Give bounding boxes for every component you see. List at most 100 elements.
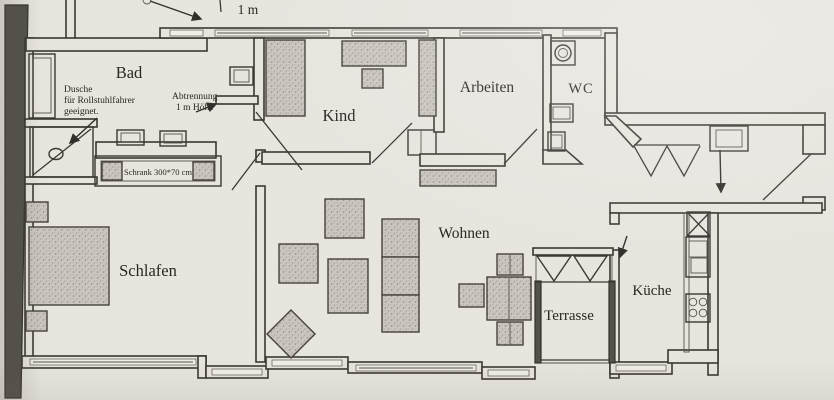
room-label-terrasse: Terrasse — [544, 308, 594, 324]
schrank-wardrobe — [94, 155, 222, 187]
bathroom-fixtures — [28, 53, 254, 178]
armchair-2 — [278, 243, 319, 284]
living-room-furniture — [266, 169, 532, 359]
room-label-bad: Bad — [116, 63, 143, 82]
left-exterior-wall — [4, 4, 29, 399]
coffee-table — [327, 258, 369, 314]
scale-indicator: 1 m — [142, 0, 259, 21]
schrank-end-right — [192, 161, 215, 181]
corridor-closet-folding-doors — [633, 144, 701, 178]
wc-cistern — [549, 103, 574, 123]
wc-fixtures — [547, 40, 576, 152]
kitchen-sink-unit — [685, 236, 711, 278]
schrank-inner — [100, 160, 216, 182]
burner-4 — [698, 308, 708, 318]
bad-washbasin-inner — [233, 69, 250, 83]
schlafen-wohnen-divider — [255, 185, 266, 363]
kitchen-west-stub — [609, 212, 620, 225]
kitchen-stove — [685, 293, 711, 323]
dusche-note-line1: Dusche — [64, 85, 93, 95]
shower-cabin — [29, 126, 94, 178]
terrace-folding-door-right — [572, 255, 609, 283]
kitchen-north-wall — [609, 202, 823, 214]
shaft-box-inner — [715, 129, 743, 148]
nightstand-bottom — [25, 310, 48, 332]
bad-sink-right — [159, 130, 187, 147]
wc-washbasin-box — [550, 40, 576, 66]
schrank-end-left — [101, 161, 123, 181]
walls — [4, 0, 826, 399]
annotation-dusche: Dusche für Rollstuhlfahrer geeignet. — [64, 85, 136, 145]
bed — [28, 226, 110, 306]
burner-1 — [688, 297, 698, 307]
window — [271, 359, 343, 367]
shaft-box — [709, 125, 749, 152]
sofa-segment-1 — [381, 218, 420, 258]
scale-tick — [219, 0, 222, 13]
window — [211, 368, 263, 376]
hall-direction-arrow — [715, 149, 727, 194]
wall-step-diagonal — [603, 115, 643, 149]
kids-room-furniture — [265, 39, 437, 117]
bedroom-furniture — [25, 201, 110, 332]
wc-west-wall — [542, 34, 552, 153]
room-label-arbeiten: Arbeiten — [460, 79, 514, 96]
corridor-north-wall — [604, 112, 826, 126]
burner-3 — [688, 308, 698, 318]
abtrennung-note-line1: Abtrennung — [172, 92, 218, 102]
terrace-folding-door-left — [535, 255, 573, 283]
window — [615, 364, 667, 372]
wc-washbasin-outer — [554, 44, 572, 62]
entrance-door-leaf — [762, 153, 812, 201]
bad-kind-divider-wall — [253, 37, 265, 121]
bad-washbasin — [229, 66, 254, 86]
partition-wall — [215, 95, 259, 105]
annotation-abtrennung: Abtrennung 1 m Höhe — [172, 92, 218, 113]
bathtub-inner — [32, 57, 52, 114]
room-label-schlafen: Schlafen — [119, 261, 177, 280]
kitchen-south-wall-step — [667, 349, 719, 364]
bathtub — [28, 53, 56, 119]
dusche-note-line3: geeignet. — [64, 107, 99, 117]
sofa-segment-3 — [381, 294, 420, 333]
terrace-side-wall-left — [534, 280, 542, 364]
schrank-outline — [94, 155, 222, 187]
window — [169, 29, 204, 37]
schrank-label: Schrank 300*70 cm — [124, 167, 192, 177]
bad-sink-left — [116, 129, 145, 146]
bad-sink-right-basin — [163, 133, 183, 144]
bad-sink-left-basin — [120, 132, 141, 143]
scale-label: 1 m — [238, 2, 259, 17]
dusche-arrow — [68, 117, 98, 145]
wc-cistern-inner — [552, 106, 571, 120]
kind-south-wall — [261, 151, 371, 165]
abtrennung-note-line2: 1 m Höhe — [176, 103, 213, 113]
hall-door-leaf — [371, 122, 413, 164]
kitchen-sink-basin — [688, 240, 708, 258]
sideboard — [419, 169, 497, 187]
room-label-kind: Kind — [323, 106, 357, 125]
shower-top-wall — [24, 118, 98, 128]
wc-toilet-inner — [550, 134, 563, 149]
kitchen-tall-cabinet — [686, 211, 711, 237]
kitchen-door-arrow — [617, 235, 628, 259]
bad-top-wall — [25, 37, 208, 52]
wc-south-wall — [542, 149, 585, 165]
schlafen-door-leaf — [231, 152, 261, 191]
kind-door-leaf — [255, 111, 303, 171]
nightstand-top — [25, 201, 49, 223]
kitchen-sink-drainer — [690, 257, 708, 274]
sofa-segment-2 — [381, 256, 420, 296]
kind-bed — [265, 39, 306, 117]
dining-chair-left — [458, 283, 485, 308]
cropped-mark — [142, 0, 152, 5]
burner-2 — [698, 297, 708, 307]
window — [562, 29, 602, 37]
kitchen-fixtures — [683, 211, 711, 353]
rotated-side-table — [266, 309, 316, 359]
room-label-wohnen: Wohnen — [438, 225, 490, 242]
cabinet-cross-2 — [686, 211, 711, 237]
